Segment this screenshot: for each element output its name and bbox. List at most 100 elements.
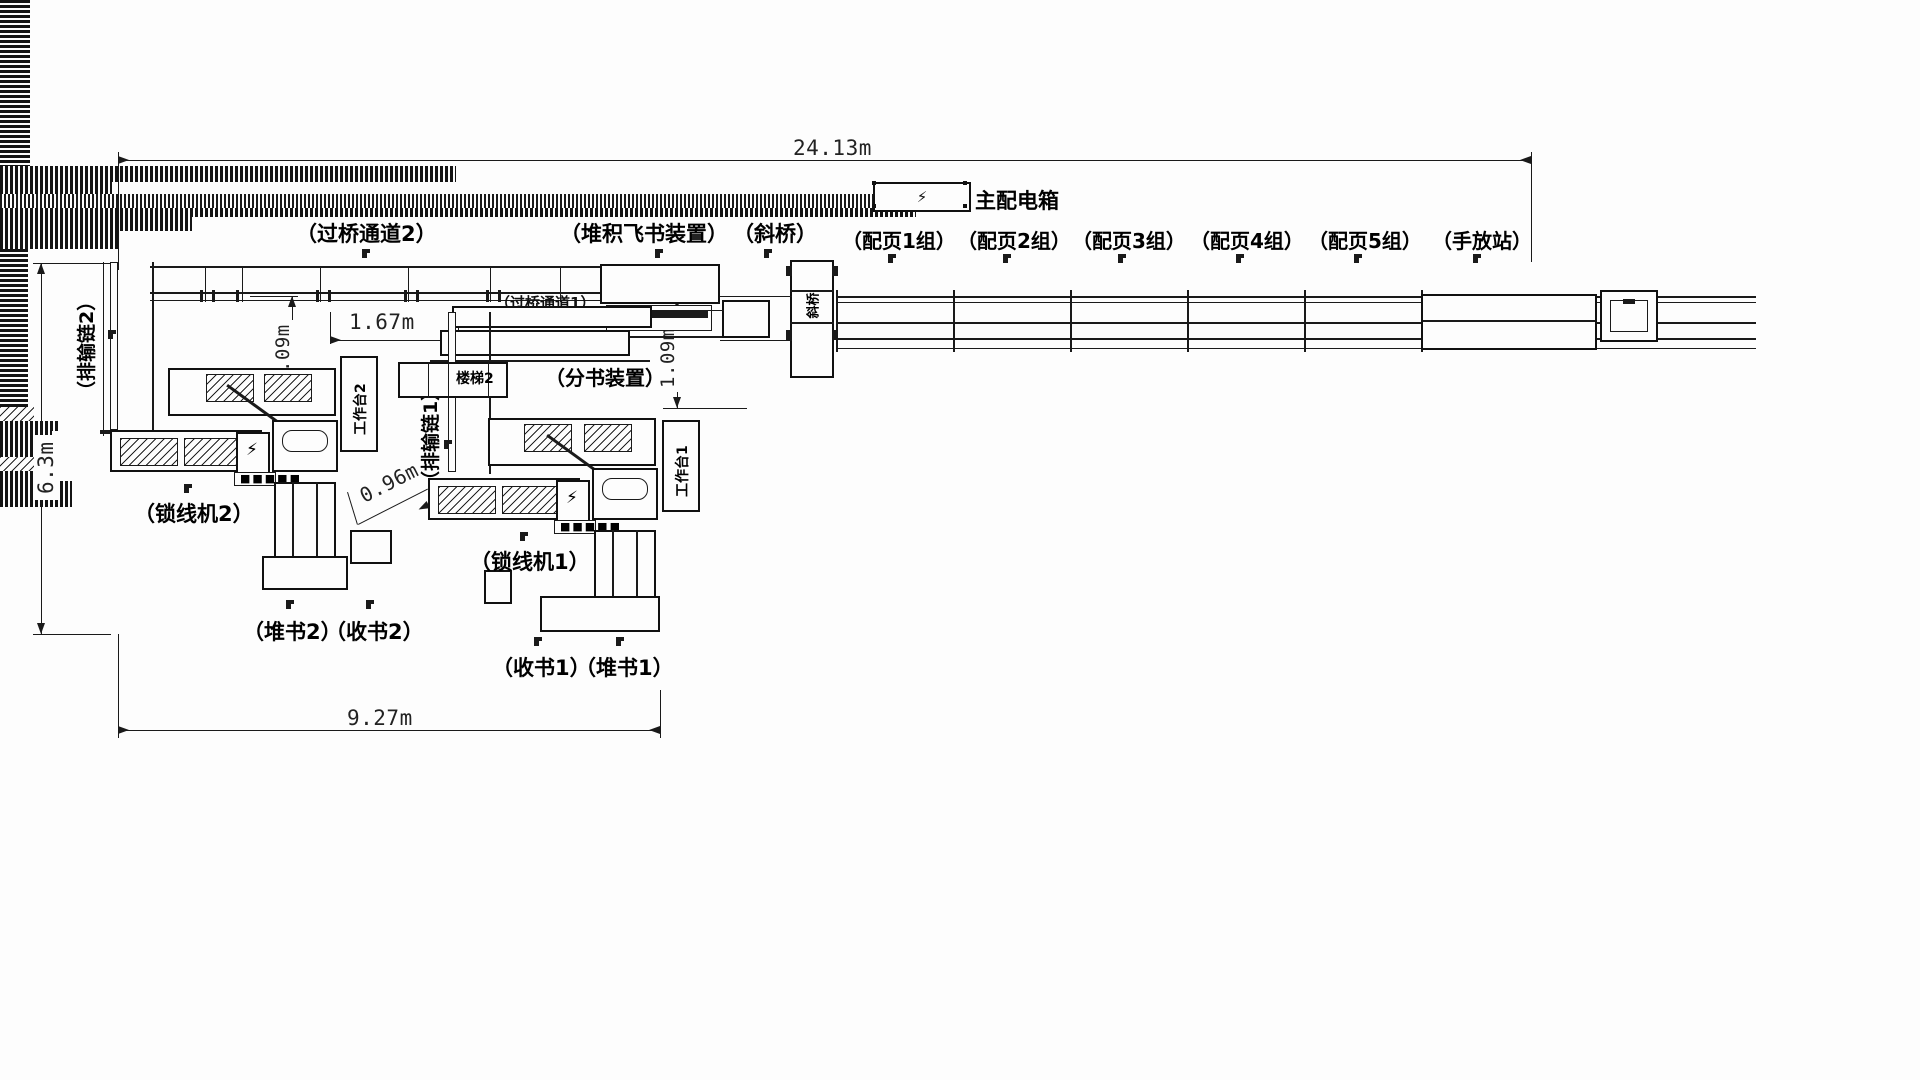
dim-gap-b: 1.67m xyxy=(344,310,420,334)
bridge2-foot-5 xyxy=(328,290,331,302)
dim-left-section-width: 9.27m xyxy=(340,706,420,730)
pin-incline-bridge xyxy=(764,249,772,258)
bridge2-guide-rail xyxy=(150,300,612,301)
label-book-splitter: （分书装置） xyxy=(545,366,665,390)
label-sewing-machine-2: （锁线机2） xyxy=(134,502,254,526)
gather-line-mid-rail xyxy=(836,322,1756,324)
dim-ext-b-right xyxy=(458,312,459,344)
chain-2-rail-outer xyxy=(110,262,118,430)
pin-gathering-group-3 xyxy=(1118,254,1126,263)
power-box-corner-tr xyxy=(963,181,967,185)
dim-line-left-section xyxy=(118,730,661,731)
book-splitter-body xyxy=(440,330,630,356)
dim-arrow-left-bottom xyxy=(118,726,129,734)
label-bridge-passage-2: （过桥通道2） xyxy=(296,222,437,246)
book-splitter-rollers xyxy=(0,231,120,249)
dim-overall-width: 24.13m xyxy=(786,136,879,160)
incline-bridge-frame xyxy=(722,300,770,338)
bridge2-leg-1 xyxy=(205,266,206,302)
lightning-bolt-icon: ⚡ xyxy=(916,188,928,206)
bridge2-foot-1 xyxy=(200,290,203,302)
gather-sep-0 xyxy=(836,290,838,352)
bridge2-foot-6 xyxy=(404,290,407,302)
sewing-2-hatch-d xyxy=(184,438,242,466)
label-discharge-chain-2: （排输链2） xyxy=(76,291,98,400)
bridge2-leg-6 xyxy=(560,266,561,302)
label-book-stacker-2: （堆书2） xyxy=(243,620,342,644)
bridge2-top-rail xyxy=(150,266,612,268)
workstation-1-body xyxy=(662,420,700,512)
sewing-2-hatch-b xyxy=(264,374,312,402)
label-gathering-group-3: （配页3组） xyxy=(1072,229,1186,253)
incline-bridge-tower-rail-1 xyxy=(790,290,834,292)
dim-ext-left-bottom xyxy=(118,634,119,738)
pin-book-stacker-2 xyxy=(286,600,294,609)
left-boundary-tick xyxy=(100,430,110,434)
dim-arrow-right xyxy=(1520,156,1531,164)
dim-ext-a-top xyxy=(250,296,298,297)
label-hand-feed-station: （手放站） xyxy=(1432,229,1532,253)
power-box-corner-bl xyxy=(872,204,876,208)
label-incline-bridge: （斜桥） xyxy=(733,222,817,246)
dim-arrow-up xyxy=(37,263,45,274)
label-book-collector-2: （收书2） xyxy=(325,620,424,644)
pin-gathering-group-1 xyxy=(888,254,896,263)
bridge2-bottom-rail xyxy=(150,292,612,294)
gather-sep-4 xyxy=(1304,290,1306,352)
pin-discharge-chain-1 xyxy=(444,440,452,449)
pin-hand-feed-station xyxy=(1473,254,1481,263)
bridge2-foot-7 xyxy=(416,290,419,302)
book-splitter-chain xyxy=(0,217,192,231)
pin-gathering-group-4 xyxy=(1236,254,1244,263)
incline-bridge-anchor-bl xyxy=(786,330,792,340)
stairs-2-body xyxy=(398,362,508,398)
sewing-1-hatch-b xyxy=(584,424,632,452)
lightning-bolt-icon-1: ⚡ xyxy=(566,488,578,508)
dim-ext-top-left xyxy=(33,263,111,264)
gather-line-stations xyxy=(0,194,916,208)
pin-gathering-group-5 xyxy=(1354,254,1362,263)
pin-gathering-group-2 xyxy=(1003,254,1011,263)
collector-1-base xyxy=(540,596,660,632)
dim-arrow-b-left xyxy=(330,336,341,344)
stacker-1-roller-hatch xyxy=(0,457,34,471)
workstation-2-body xyxy=(340,356,378,452)
dim-arrow-down xyxy=(37,623,45,634)
dim-ext-b-left xyxy=(330,312,331,344)
stack-flyer-belt xyxy=(0,182,112,194)
dim-arrow-a-up xyxy=(288,296,296,307)
dim-ext-right-bottom xyxy=(660,690,661,738)
chain-1-teeth xyxy=(0,249,28,407)
collector-1-output xyxy=(484,570,512,604)
stacker-2-rail-a xyxy=(292,482,294,578)
book-splitter-base xyxy=(430,360,650,362)
stacker-1-rail-b xyxy=(636,530,638,622)
main-power-box-label: 主配电箱 xyxy=(975,189,1059,213)
dim-arrow-right-bottom xyxy=(649,726,660,734)
sewing-1-hatch-d xyxy=(502,486,560,514)
gather-line-chain xyxy=(0,208,916,217)
end-cabinet-inner xyxy=(1610,300,1648,332)
end-cabinet-latch xyxy=(1623,299,1635,304)
chain-2-rail-inner xyxy=(152,262,154,432)
label-sewing-machine-1: （锁线机1） xyxy=(470,550,590,574)
gather-sep-2 xyxy=(1070,290,1072,352)
stacker-1-roller xyxy=(602,478,648,500)
stack-flyer-bar xyxy=(610,310,708,318)
stairs-2-step-2 xyxy=(448,362,449,398)
dim-arrow-c-down xyxy=(673,397,681,408)
dim-line-overall-width xyxy=(118,160,1532,161)
pin-sewing-machine-1 xyxy=(520,532,528,541)
sewing-1-panel-dots: ■■■■■ xyxy=(560,520,622,533)
bridge2-foot-9 xyxy=(498,290,501,302)
incline-bridge-tower-rail-2 xyxy=(790,322,834,324)
stacker-1-belt xyxy=(0,471,58,481)
stacker-2-roller-hatch xyxy=(0,407,34,421)
dim-ext-line-left-top xyxy=(118,152,119,270)
label-book-stacker-1: （堆书1） xyxy=(575,656,674,680)
power-box-corner-br xyxy=(963,204,967,208)
bridge2-leg-2 xyxy=(242,266,243,302)
gather-line-top-rail-2 xyxy=(836,302,1756,303)
sewing-1-control-panel xyxy=(554,520,596,534)
stacker-1-rail-a xyxy=(612,530,614,622)
